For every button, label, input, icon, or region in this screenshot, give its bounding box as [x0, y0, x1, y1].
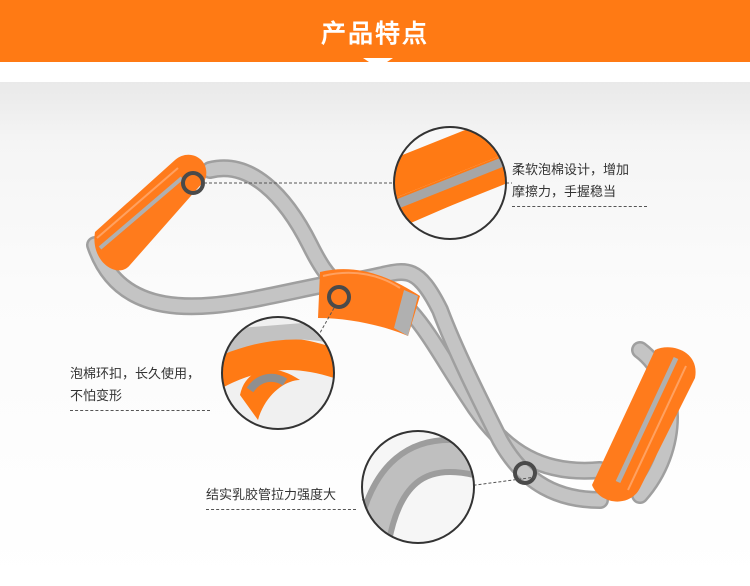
- chevron-down-icon: [363, 58, 393, 68]
- zoom-latex-tube: [361, 430, 475, 544]
- marker-buckle: [327, 285, 351, 309]
- feature-callout-tube: 结实乳胶管拉力强度大: [206, 485, 356, 510]
- header-banner: 产品特点: [0, 0, 750, 68]
- feature-line: 泡棉环扣，长久使用，: [70, 367, 201, 382]
- zoom-foam-handle: [393, 126, 507, 240]
- feature-callout-foam: 柔软泡棉设计，增加 摩擦力，手握稳当: [512, 160, 647, 207]
- feature-line: 摩擦力，手握稳当: [512, 185, 617, 200]
- foam-handle-left: [94, 154, 207, 271]
- section-title: 产品特点: [320, 19, 429, 48]
- foam-buckle: [318, 269, 420, 336]
- feature-line: 结实乳胶管拉力强度大: [206, 488, 337, 503]
- zoom-foam-buckle: [221, 316, 335, 430]
- marker-tube: [513, 461, 537, 485]
- feature-line: 柔软泡棉设计，增加: [512, 163, 630, 178]
- feature-callout-buckle: 泡棉环扣，长久使用， 不怕变形: [70, 364, 210, 411]
- marker-handle: [181, 171, 205, 195]
- feature-line: 不怕变形: [70, 389, 123, 404]
- foam-handle-right: [592, 347, 696, 502]
